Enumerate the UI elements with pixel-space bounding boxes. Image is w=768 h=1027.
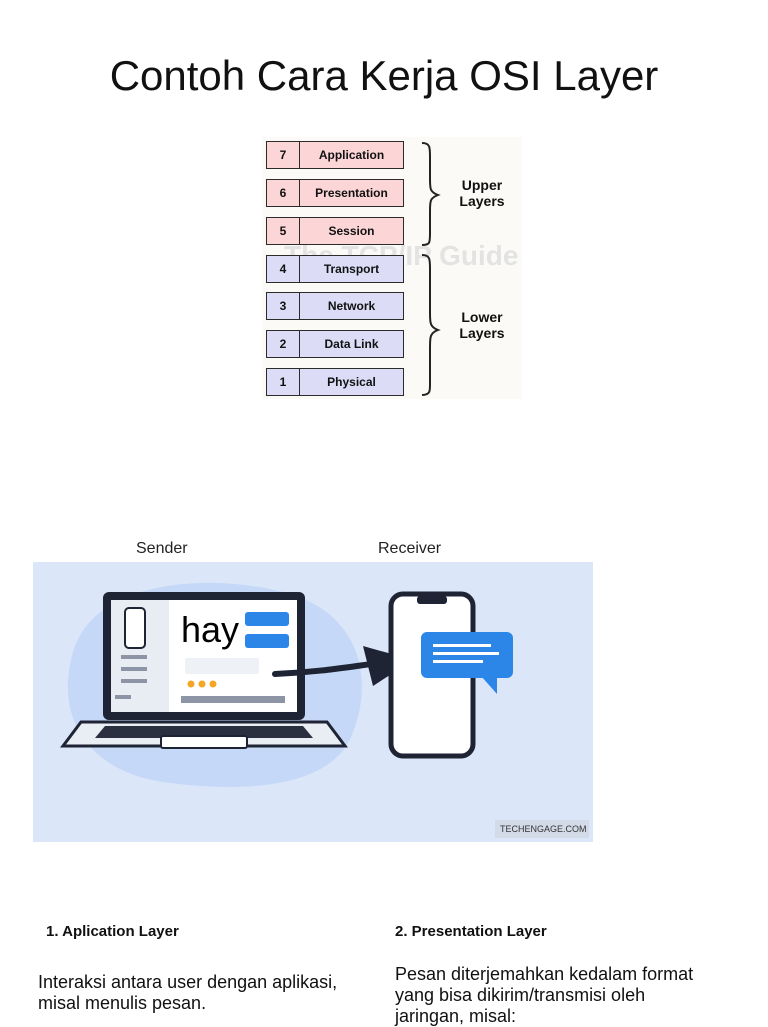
osi-layer-1: 1 Physical [266, 368, 404, 396]
osi-layer-5: 5 Session [266, 217, 404, 245]
layer-name: Transport [300, 255, 404, 283]
osi-layer-3: 3 Network [266, 292, 404, 320]
section-text-application: Interaksi antara user dengan aplikasi, m… [38, 972, 338, 1013]
layer-name: Data Link [300, 330, 404, 358]
osi-diagram: The TCP/IP Guide 7 Application 6 Present… [262, 137, 522, 399]
layer-name: Session [300, 217, 404, 245]
osi-layer-4: 4 Transport [266, 255, 404, 283]
osi-layer-2: 2 Data Link [266, 330, 404, 358]
layer-name: Physical [300, 368, 404, 396]
layer-name: Network [300, 292, 404, 320]
section-text-presentation: Pesan diterjemahkan kedalam format yang … [395, 964, 694, 1026]
layer-name: Application [300, 141, 404, 169]
page-title: Contoh Cara Kerja OSI Layer [109, 52, 659, 99]
upper-layers-label: Upper Layers [459, 177, 505, 209]
lower-layers-label: Lower Layers [459, 309, 505, 341]
section-title-application: 1. Aplication Layer [46, 923, 179, 940]
sender-receiver-illustration [33, 562, 593, 842]
layer-number: 2 [266, 330, 300, 358]
message-text: hay [181, 609, 240, 650]
layer-number: 3 [266, 292, 300, 320]
source-credit: TECHENGAGE.COM [500, 824, 587, 834]
receiver-label: Receiver [378, 540, 442, 557]
osi-layer-6: 6 Presentation [266, 179, 404, 207]
layer-number: 4 [266, 255, 300, 283]
layer-name: Presentation [300, 179, 404, 207]
layer-number: 1 [266, 368, 300, 396]
osi-layer-7: 7 Application [266, 141, 404, 169]
brace-icon [421, 142, 441, 396]
sender-label: Sender [136, 540, 188, 557]
section-title-presentation: 2. Presentation Layer [395, 923, 547, 940]
layer-number: 7 [266, 141, 300, 169]
layer-number: 6 [266, 179, 300, 207]
layer-number: 5 [266, 217, 300, 245]
